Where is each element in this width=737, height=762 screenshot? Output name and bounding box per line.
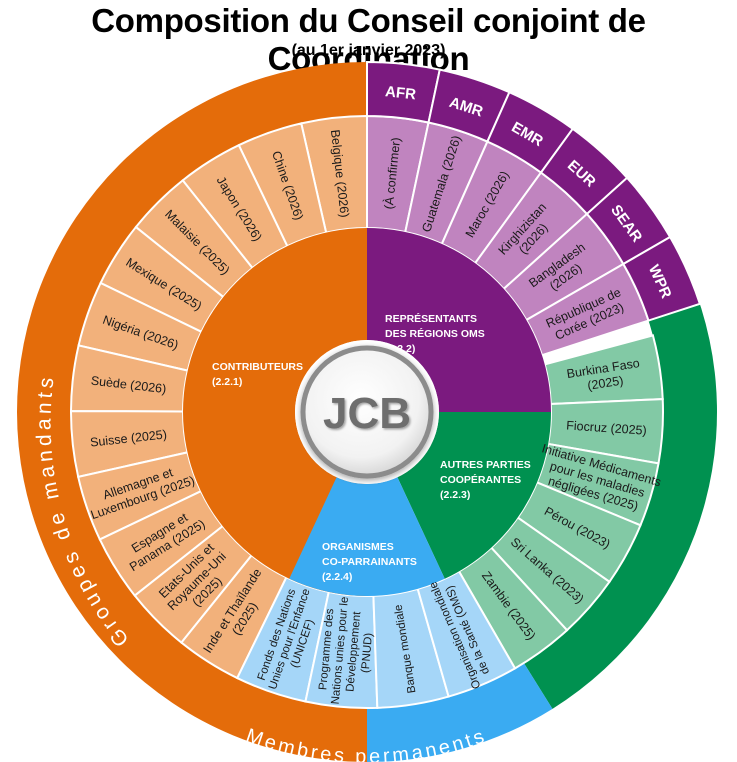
page-title: Composition du Conseil conjoint de Coord… [91, 2, 646, 77]
sector-title-line: REPRÉSENTANTS [385, 312, 477, 325]
outer-ring-permanent-members [367, 663, 553, 762]
region-code-tab [621, 235, 702, 322]
sector-title-line: DES RÉGIONS OMS [385, 327, 485, 340]
sector-title-cosponsors: ORGANISMES CO-PARRAINANTS (2.2.4) [322, 541, 417, 583]
member-label-cosponsors-line: (PNUD) [360, 632, 375, 673]
sector-title-line: (2.2.1) [212, 376, 242, 388]
page-subtitle: (au 1er janvier 2023) [291, 42, 446, 59]
sector-title-line: AUTRES PARTIES [440, 459, 531, 471]
sector-title-line: (2.2.3) [440, 489, 470, 501]
sector-cosponsors [289, 477, 445, 596]
member-label-others-line: (2025) [586, 373, 624, 392]
sector-regions [367, 228, 551, 412]
outer-ring-constituency-groups [17, 62, 367, 762]
hub-label: JCB [323, 389, 411, 438]
sector-title-line: ORGANISMES [322, 541, 394, 553]
sector-contributors [183, 228, 367, 596]
sector-title-line: CO-PARRAINANTS [322, 556, 417, 568]
sector-title-line: CONTRIBUTEURS [212, 361, 303, 373]
sector-title-contributors: CONTRIBUTEURS (2.2.1) [212, 361, 303, 388]
region-code-label: AFR [384, 83, 417, 103]
member-label-others: Fiocruz (2025) [566, 418, 647, 437]
outer-ring-others [523, 247, 717, 709]
sector-title-others: AUTRES PARTIES COOPÉRANTES (2.2.3) [440, 459, 531, 501]
member-label-others-line: Fiocruz (2025) [566, 418, 647, 437]
sector-others [397, 412, 551, 579]
hub-circle [300, 345, 434, 479]
sector-title-line: COOPÉRANTES [440, 473, 521, 486]
sector-title-line: (2.2.4) [322, 571, 352, 583]
